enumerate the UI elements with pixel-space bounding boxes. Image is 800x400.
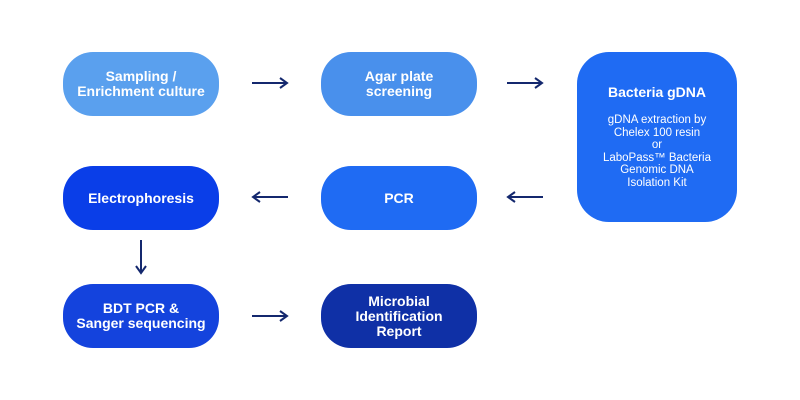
gdna-title: Bacteria gDNA (607, 84, 707, 100)
electrophoresis-node: Electrophoresis (63, 166, 219, 230)
gdna-detail-line: Chelex 100 resin (613, 126, 701, 139)
agar-node: Agar plate screening (321, 52, 477, 116)
report-line-2: Identification (355, 307, 443, 324)
bdt-node: BDT PCR & Sanger sequencing (63, 284, 219, 348)
bdt-line-1: BDT PCR & (102, 300, 180, 316)
arrow-right-icon (252, 310, 289, 322)
report-line-3: Report (376, 322, 422, 339)
arrow-down-icon (135, 240, 147, 275)
pcr-node: PCR (321, 166, 477, 230)
electrophoresis-label: Electrophoresis (88, 189, 194, 206)
sampling-line-2: Enrichment culture (77, 83, 205, 99)
report-node: Microbial Identification Report (321, 284, 477, 348)
gdna-detail-line: Genomic DNA (620, 164, 694, 176)
sampling-line-1: Sampling / (105, 68, 177, 84)
report-line-1: Microbial (368, 292, 430, 309)
arrow-left-icon (251, 191, 288, 203)
gdna-node: Bacteria gDNA gDNA extraction by Chelex … (577, 52, 737, 222)
gdna-detail-line: LaboPass™ Bacteria (602, 151, 712, 164)
gdna-detail-line: Isolation Kit (627, 176, 687, 189)
agar-line-1: Agar plate (364, 68, 434, 84)
sampling-node: Sampling / Enrichment culture (63, 52, 219, 116)
arrow-right-icon (252, 77, 289, 89)
gdna-details: gDNA extraction by Chelex 100 resin or L… (603, 114, 711, 189)
agar-line-2: screening (365, 83, 433, 99)
bdt-line-2: Sanger sequencing (76, 315, 206, 331)
gdna-detail-line: or (651, 139, 663, 151)
gdna-detail-line: gDNA extraction by (607, 114, 707, 126)
arrow-left-icon (506, 191, 543, 203)
arrow-right-icon (507, 77, 544, 89)
pcr-label: PCR (384, 189, 414, 206)
